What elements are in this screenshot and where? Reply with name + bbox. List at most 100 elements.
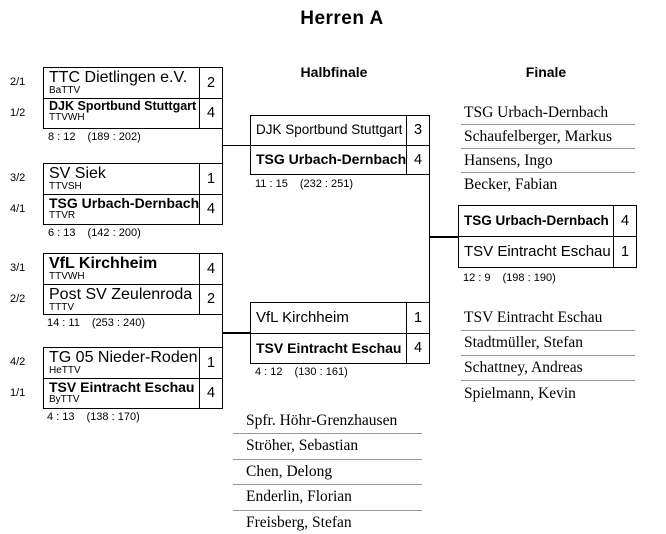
team-association: ByTTV <box>49 393 80 405</box>
team-name-cell: VfL Kirchheim <box>251 303 406 333</box>
team-row: TSG Urbach-Dernbach 4 <box>251 144 429 174</box>
seed-label: 1/1 <box>10 387 26 399</box>
match-box-round1-4: TG 05 Nieder-Roden HeTTV 1 TSV Eintracht… <box>43 347 223 409</box>
team-row: TSV Eintracht Eschau ByTTV 4 <box>44 377 222 409</box>
roster-item: Freisberg, Stefan <box>233 511 422 534</box>
roster-player-name: Enderlin, Florian <box>246 488 352 506</box>
team-score: 2 <box>199 68 222 98</box>
seed-label: 2/2 <box>10 293 26 305</box>
match-result: 8 : 12(189 : 202) <box>48 131 141 143</box>
match-box-round1-3: VfL Kirchheim TTVWH 4 Post SV Zeulenroda… <box>43 253 223 315</box>
roster-item: Schaufelberger, Markus <box>461 125 635 149</box>
team-name-cell: TSV Eintracht Eschau ByTTV <box>44 379 199 409</box>
match-box-round1-2: SV Siek TTVSH 1 TSG Urbach-Dernbach TTVR… <box>43 163 223 225</box>
roster-item: TSV Eintracht Eschau <box>461 306 635 331</box>
team-name-cell: VfL Kirchheim TTVWH <box>44 254 199 284</box>
roster-item: TSG Urbach-Dernbach <box>461 101 635 125</box>
page-title: Herren A <box>300 8 384 29</box>
seed-label: 2/1 <box>10 76 26 88</box>
team-name: SV Siek <box>49 165 106 182</box>
team-name: Post SV Zeulenroda <box>49 285 193 303</box>
team-name: TSV Eintracht Eschau <box>49 379 195 395</box>
roster-item: Schattney, Andreas <box>461 356 635 381</box>
semifinal-box-1: DJK Sportbund Stuttgart 3 TSG Urbach-Der… <box>250 115 430 175</box>
team-name-cell: Post SV Zeulenroda TTTV <box>44 285 199 315</box>
match-result-balls: (130 : 161) <box>294 366 348 378</box>
roster-item: Hansens, Ingo <box>461 149 635 173</box>
match-result-sets: 11 : 15 <box>255 178 288 190</box>
match-result-sets: 12 : 9 <box>463 272 491 284</box>
team-association: TTTV <box>49 301 74 313</box>
match-result-balls: (189 : 202) <box>87 131 141 143</box>
team-score: 4 <box>199 378 222 408</box>
match-box-round1-1: TTC Dietlingen e.V. BaTTV 2 DJK Sportbun… <box>43 67 223 129</box>
bracket-connector-line <box>223 332 250 334</box>
team-row: VfL Kirchheim 1 <box>251 303 429 333</box>
team-name-cell: SV Siek TTVSH <box>44 164 199 194</box>
team-name: TSG Urbach-Dernbach <box>464 213 609 228</box>
match-result-sets: 14 : 11 <box>47 317 80 329</box>
seed-label: 3/2 <box>10 172 26 184</box>
team-name-cell: TG 05 Nieder-Roden HeTTV <box>44 348 199 378</box>
match-result-balls: (198 : 190) <box>502 272 556 284</box>
bracket-connector-line <box>223 144 250 146</box>
team-name-cell: DJK Sportbund Stuttgart TTVWH <box>44 99 199 129</box>
team-name-cell: TSV Eintracht Eschau <box>251 334 406 364</box>
roster-item: Ströher, Sebastian <box>233 434 422 460</box>
team-name: TTC Dietlingen e.V. <box>49 69 188 86</box>
roster-player-name: Spielmann, Kevin <box>464 384 576 402</box>
team-name: TSG Urbach-Dernbach <box>49 195 199 211</box>
team-name: VfL Kirchheim <box>256 309 349 326</box>
roster-team-name: Spfr. Höhr-Grenzhausen <box>246 411 398 429</box>
third-place-roster: Spfr. Höhr-Grenzhausen Ströher, Sebastia… <box>233 409 422 534</box>
team-name: TSV Eintracht Eschau <box>464 243 611 260</box>
bracket-connector-line <box>221 315 223 347</box>
team-name-cell: TTC Dietlingen e.V. BaTTV <box>44 68 199 98</box>
team-name-cell: TSV Eintracht Eschau <box>459 237 613 267</box>
team-score: 4 <box>199 194 222 224</box>
team-row: TSG Urbach-Dernbach 4 <box>459 206 636 236</box>
team-name-cell: DJK Sportbund Stuttgart <box>251 116 406 145</box>
match-result-sets: 4 : 12 <box>255 366 283 378</box>
roster-item: Stadtmüller, Stefan <box>461 331 635 356</box>
team-row: SV Siek TTVSH 1 <box>44 164 222 194</box>
team-name-cell: TSG Urbach-Dernbach TTVR <box>44 195 199 225</box>
bracket-connector-line <box>428 175 430 302</box>
team-row: TSG Urbach-Dernbach TTVR 4 <box>44 193 222 225</box>
team-row: DJK Sportbund Stuttgart 3 <box>251 116 429 145</box>
team-row: TSV Eintracht Eschau 4 <box>251 332 429 364</box>
team-name: TSG Urbach-Dernbach <box>256 152 406 168</box>
match-result: 6 : 13(142 : 200) <box>48 227 141 239</box>
team-name: DJK Sportbund Stuttgart <box>256 122 403 137</box>
team-association: TTVWH <box>49 271 85 283</box>
team-association: BaTTV <box>49 85 81 97</box>
team-association: TTVSH <box>49 181 82 193</box>
roster-item: Spielmann, Kevin <box>461 381 635 406</box>
winner-roster: TSG Urbach-Dernbach Schaufelberger, Mark… <box>461 101 635 197</box>
final-box: TSG Urbach-Dernbach 4 TSV Eintracht Esch… <box>458 205 637 268</box>
bracket-connector-line <box>430 236 458 238</box>
runner-up-roster: TSV Eintracht Eschau Stadtmüller, Stefan… <box>461 306 635 406</box>
team-score: 4 <box>406 333 429 363</box>
match-result: 14 : 11 (253 : 240) <box>47 317 145 329</box>
round-label-semifinal: Halbfinale <box>300 64 368 80</box>
roster-item: Enderlin, Florian <box>233 485 422 511</box>
roster-item: Becker, Fabian <box>461 173 635 197</box>
roster-player-name: Schattney, Andreas <box>464 359 583 376</box>
match-result-balls: (142 : 200) <box>87 227 141 239</box>
team-score: 1 <box>406 303 429 333</box>
team-row: TSV Eintracht Eschau 1 <box>459 236 636 267</box>
roster-item: Spfr. Höhr-Grenzhausen <box>233 409 422 434</box>
roster-team-name: TSG Urbach-Dernbach <box>464 103 609 121</box>
match-result-balls: (253 : 240) <box>91 317 146 329</box>
roster-player-name: Hansens, Ingo <box>464 151 553 169</box>
roster-player-name: Becker, Fabian <box>464 176 558 193</box>
roster-player-name: Chen, Delong <box>246 462 333 480</box>
team-score: 4 <box>406 145 429 174</box>
team-score: 4 <box>199 254 222 284</box>
roster-player-name: Stadtmüller, Stefan <box>464 334 584 351</box>
team-name-cell: TSG Urbach-Dernbach <box>459 206 613 236</box>
roster-player-name: Freisberg, Stefan <box>246 514 352 532</box>
round-label-final: Finale <box>525 64 567 80</box>
match-result-balls: (138 : 170) <box>86 411 140 423</box>
